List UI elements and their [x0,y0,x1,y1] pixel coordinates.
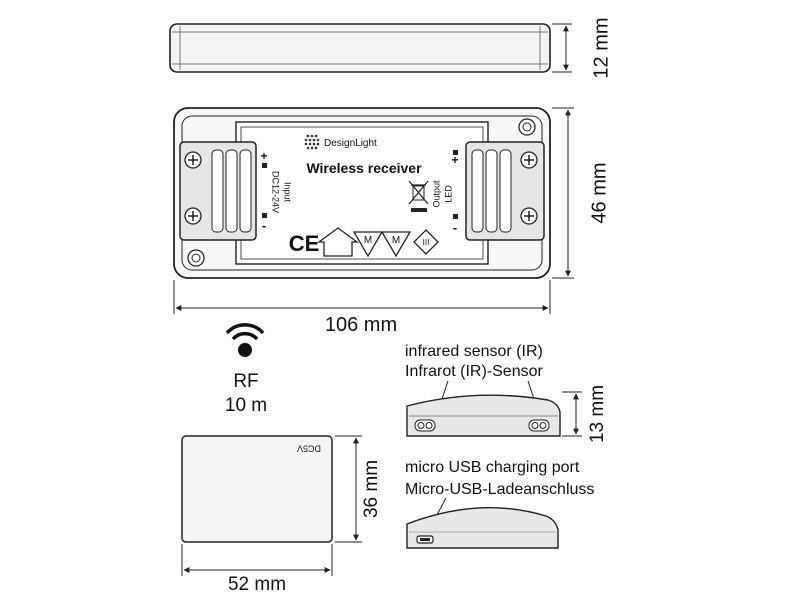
input-minus: - [262,218,266,233]
dim-52mm-label: 52 mm [228,574,286,595]
rf-range: 10 m [225,395,267,416]
m-mark-icon: M [380,231,412,258]
dim-12mm: 12 mm [552,17,612,79]
left-terminal-block [179,141,257,241]
usb-callout-en: micro USB charging port [405,459,580,476]
dim-106mm-label: 106 mm [325,314,397,336]
house-icon [317,227,359,257]
output-plus-terminal-mark [453,150,458,155]
output-minus: - [453,220,457,235]
ir-callout-en: infrared sensor (IR) [405,343,543,360]
receiver-top-view: DesignLight Wireless receiver + DC12-24V… [173,107,551,279]
output-led: LED [443,185,453,203]
dim-13mm-label: 13 mm [587,385,608,443]
dim-36mm: 36 mm [335,435,382,543]
dim-36mm-label: 36 mm [361,460,382,518]
brand-name: DesignLight [324,138,377,149]
usb-callout-de: Micro-USB-Ladeanschluss [405,481,594,498]
remote-printed-label: DC5V [297,444,321,454]
designlight-logo-icon [304,134,320,150]
input-plus: + [260,149,267,163]
mount-hole-bottom-left [187,249,205,267]
output-minus-terminal-mark [453,214,458,219]
class-3-label: III [423,238,430,247]
screw-icon [520,207,538,225]
ce-mark: CE [289,231,320,256]
dim-12mm-label: 12 mm [590,17,612,78]
dim-46mm: 46 mm [552,107,610,279]
mount-hole-top-right [518,118,536,136]
dim-46mm-label: 46 mm [588,162,610,223]
usb-side-view [406,507,559,549]
class-3-icon: III [413,229,439,255]
input-label: Input [283,182,293,203]
right-terminal-block [465,141,545,241]
m-mark-icon: M [352,231,384,258]
dim-106mm: 106 mm [173,280,551,336]
rf-label: RF [233,371,258,392]
m-mark-1: M [364,235,372,246]
dim-13mm: 13 mm [562,385,608,443]
output-plus: + [451,153,458,167]
output-label: Output [431,180,441,208]
dim-52mm: 52 mm [181,544,333,595]
screw-icon [520,151,538,169]
m-mark-2: M [392,235,400,246]
screw-icon [184,207,202,225]
remote-control: DC5V [181,435,333,543]
screw-icon [184,151,202,169]
weee-bin-icon [408,180,429,212]
rf-signal-icon [225,323,265,357]
receiver-side-view [169,23,551,73]
input-minus-terminal-mark [262,213,267,218]
receiver-title: Wireless receiver [306,160,422,176]
ir-sensor-side-view [406,394,561,437]
input-plus-terminal-mark [262,163,267,168]
input-voltage: DC12-24V [271,171,281,213]
micro-usb-port-icon [416,535,434,544]
ir-callout-de: Infrarot (IR)-Sensor [405,363,543,380]
